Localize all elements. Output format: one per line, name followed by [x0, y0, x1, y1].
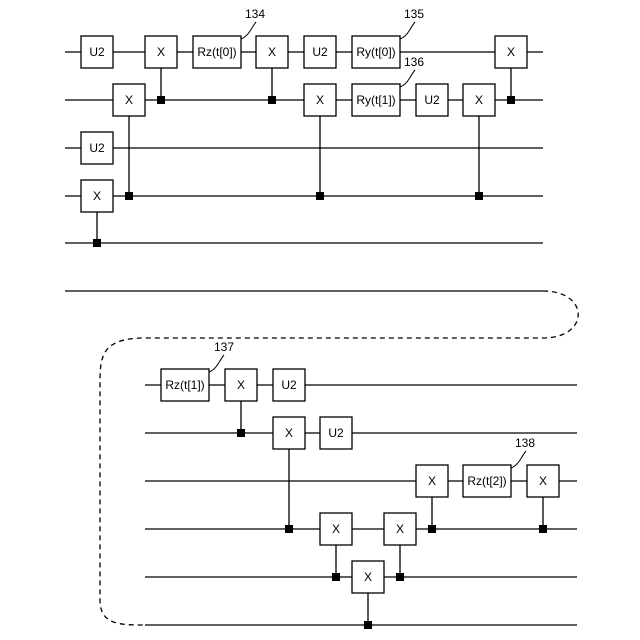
leader-line — [400, 70, 415, 87]
gate-x: X — [320, 513, 352, 545]
control-dot — [285, 525, 293, 533]
gate-label: Rz(t[2]) — [467, 474, 506, 488]
gate-x: X — [256, 36, 288, 68]
gate-x: X — [81, 180, 113, 212]
control-dot — [475, 192, 483, 200]
gate-x: X — [416, 465, 448, 497]
gate-u2: U2 — [81, 36, 113, 68]
control-dot — [93, 239, 101, 247]
reference-numeral: 134 — [245, 7, 265, 21]
gate-label: X — [316, 93, 324, 107]
gate-label: X — [268, 45, 276, 59]
gate-x: X — [384, 513, 416, 545]
control-dot — [157, 96, 165, 104]
gate-label: U2 — [424, 93, 440, 107]
gate-u2: U2 — [304, 36, 336, 68]
gate-label: Rz(t[0]) — [197, 45, 236, 59]
gate-label: X — [507, 45, 515, 59]
control-dot — [237, 429, 245, 437]
leader-line — [511, 451, 526, 468]
gate-x: X — [304, 84, 336, 116]
gate-label: U2 — [89, 141, 105, 155]
reference-numeral: 135 — [404, 7, 424, 21]
gate-x: X — [463, 84, 495, 116]
gate-label: X — [475, 93, 483, 107]
gate-x: X — [495, 36, 527, 68]
gate-label: X — [237, 378, 245, 392]
control-dot — [539, 525, 547, 533]
gate-rz: Rz(t[2]) — [463, 465, 511, 497]
gate-label: X — [285, 426, 293, 440]
gate-x: X — [527, 465, 559, 497]
gate-label: X — [396, 522, 404, 536]
leader-line — [209, 355, 224, 372]
gate-label: U2 — [312, 45, 328, 59]
gate-u2: U2 — [416, 84, 448, 116]
gate-label: Ry(t[0]) — [356, 45, 395, 59]
top-gates: U2 X Rz(t[0]) X U2 Ry(t[0]) X X — [81, 36, 527, 212]
control-dot — [396, 573, 404, 581]
reference-numerals: 134 135 136 137 138 — [214, 7, 535, 450]
control-dot — [268, 96, 276, 104]
gate-x: X — [225, 369, 257, 401]
gate-label: X — [364, 570, 372, 584]
gate-x: X — [145, 36, 177, 68]
gate-label: U2 — [281, 378, 297, 392]
gate-ry: Ry(t[1]) — [352, 84, 400, 116]
gate-rz: Rz(t[1]) — [161, 369, 209, 401]
reference-numeral: 138 — [515, 436, 535, 450]
leader-line — [400, 22, 415, 39]
control-dot — [125, 192, 133, 200]
gate-u2: U2 — [273, 369, 305, 401]
reference-numeral: 136 — [404, 55, 424, 69]
gate-ry: Ry(t[0]) — [352, 36, 400, 68]
gate-u2: U2 — [81, 132, 113, 164]
gate-label: Ry(t[1]) — [356, 93, 395, 107]
control-dot — [332, 573, 340, 581]
gate-label: X — [93, 189, 101, 203]
gate-label: Rz(t[1]) — [165, 378, 204, 392]
control-dot — [316, 192, 324, 200]
gate-label: X — [125, 93, 133, 107]
control-dot — [364, 621, 372, 629]
reference-numeral: 137 — [214, 340, 234, 354]
gate-label: U2 — [328, 426, 344, 440]
leader-line — [241, 22, 256, 39]
gate-label: X — [157, 45, 165, 59]
gate-label: X — [428, 474, 436, 488]
gate-x: X — [352, 561, 384, 593]
gate-u2: U2 — [320, 417, 352, 449]
gate-x: X — [273, 417, 305, 449]
gate-label: U2 — [89, 45, 105, 59]
top-control-dots — [93, 96, 515, 247]
gate-rz: Rz(t[0]) — [193, 36, 241, 68]
gate-x: X — [113, 84, 145, 116]
gate-label: X — [539, 474, 547, 488]
control-dot — [507, 96, 515, 104]
gate-label: X — [332, 522, 340, 536]
control-dot — [428, 525, 436, 533]
